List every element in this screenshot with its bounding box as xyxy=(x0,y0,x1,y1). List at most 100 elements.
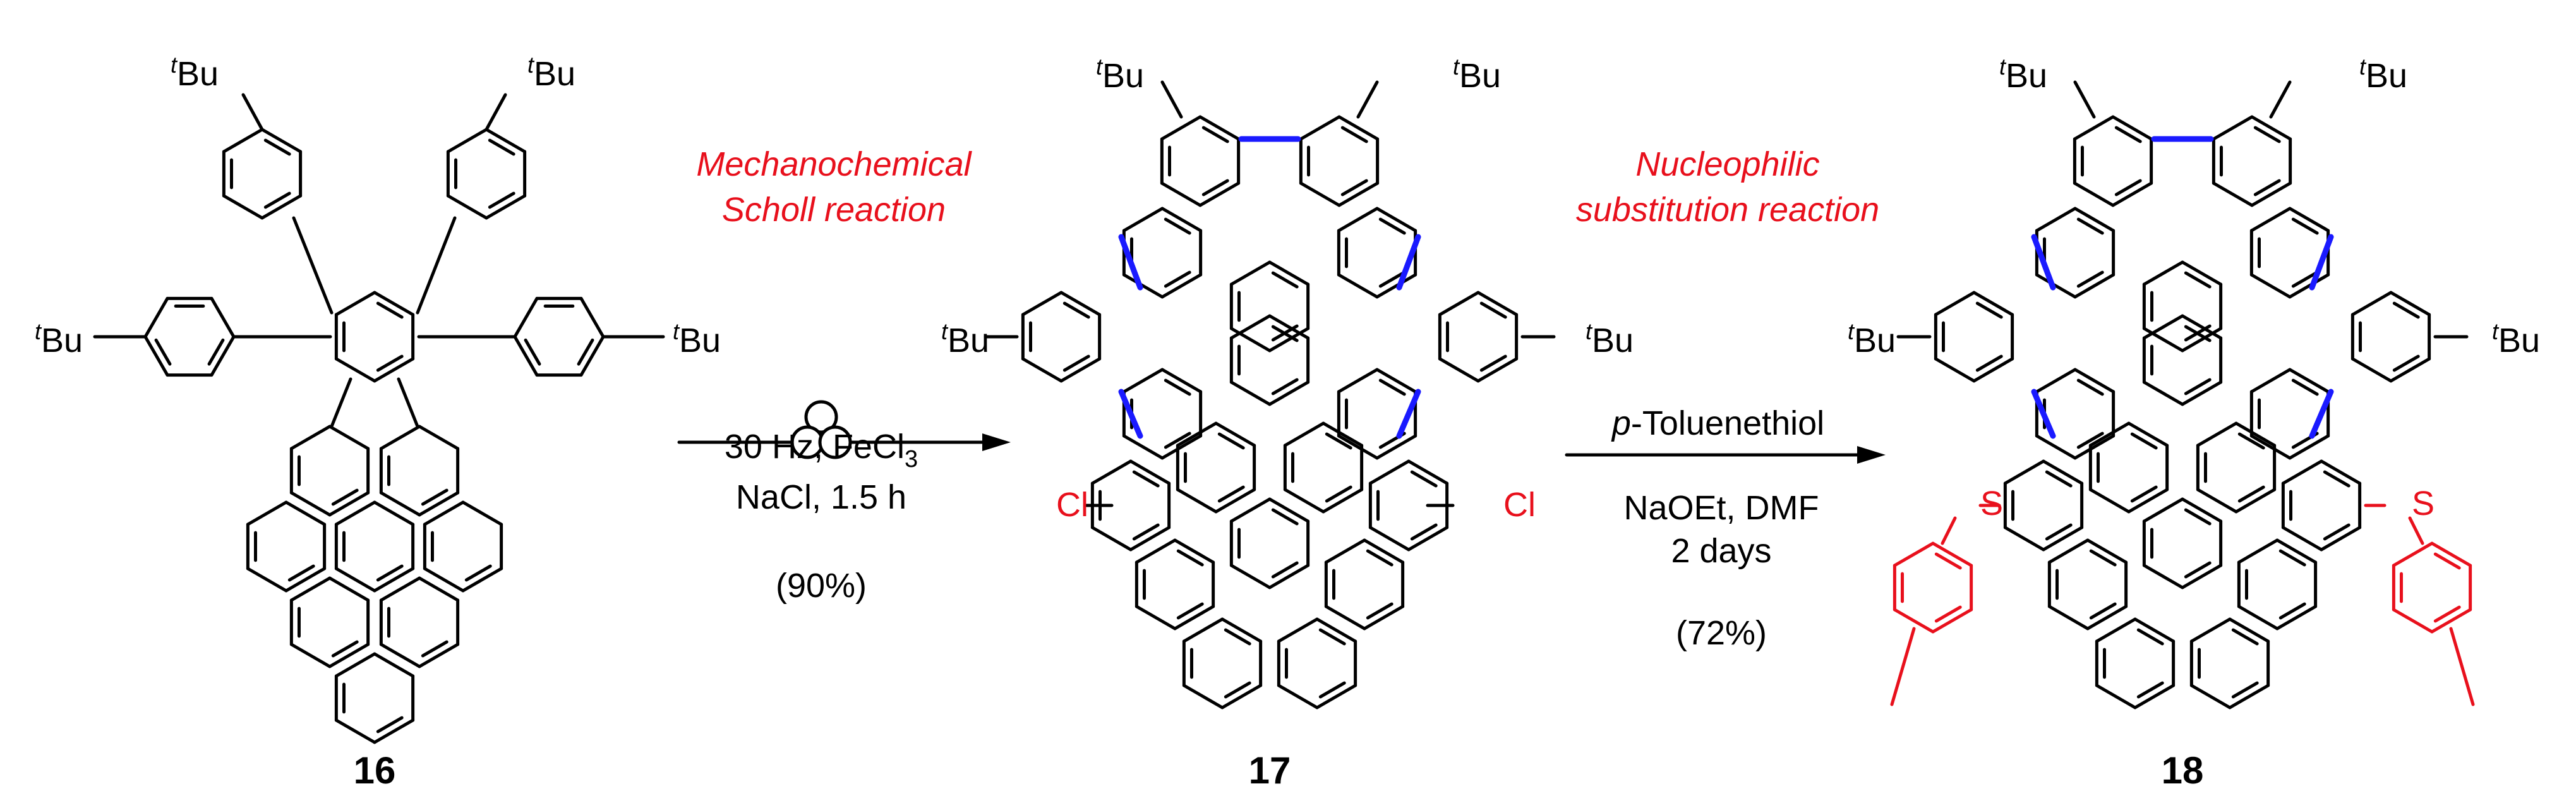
tbu-label: tBu xyxy=(2492,318,2540,359)
ring-double-bond xyxy=(263,138,291,156)
ring-double-bond xyxy=(2076,378,2104,396)
ring-bond xyxy=(418,491,460,517)
ring-bond xyxy=(1337,115,1380,141)
ring-bond xyxy=(1375,273,1417,299)
ring-bond xyxy=(379,491,421,517)
ring-double-bond xyxy=(1410,470,1438,488)
ring-bond xyxy=(1220,617,1263,643)
bond xyxy=(485,93,507,131)
ring-bond xyxy=(1268,497,1310,523)
ring-bond xyxy=(2181,497,2223,523)
ring-bond xyxy=(2003,459,2045,485)
methyl-bond xyxy=(2449,627,2475,706)
chlorine-label: Cl xyxy=(1503,486,1536,524)
ring-bond xyxy=(1182,684,1224,709)
ring-double-bond xyxy=(2184,561,2212,579)
condition-line: NaCl, 1.5 h xyxy=(736,478,906,516)
ring-double-bond xyxy=(2184,508,2212,526)
ring-bond xyxy=(2392,541,2434,567)
ring-bond xyxy=(2047,538,2090,564)
ring-bond xyxy=(1182,617,1224,643)
ring-bond xyxy=(2389,357,2431,383)
ring-bond xyxy=(423,500,465,526)
ring-bond xyxy=(423,567,465,593)
ring-bond xyxy=(2111,115,2153,141)
ring-bond xyxy=(2288,368,2330,394)
ring-bond xyxy=(1277,684,1319,709)
ring-double-bond xyxy=(2136,681,2164,699)
bond xyxy=(241,93,264,131)
ring-double-bond xyxy=(154,338,172,366)
ring-double-bond xyxy=(2433,552,2461,570)
c-s-bond xyxy=(1941,516,1957,545)
ring-bond xyxy=(289,576,332,602)
ring-bond xyxy=(513,335,539,377)
ring-bond xyxy=(1324,605,1366,631)
ring-double-bond xyxy=(1164,270,1191,288)
tbu-label: tBu xyxy=(2359,54,2407,95)
ring-bond xyxy=(1268,564,1310,589)
ring-double-bond xyxy=(1271,561,1299,579)
tbu-label: tBu xyxy=(941,318,989,359)
ring-bond xyxy=(2228,684,2270,709)
ring-bond xyxy=(2088,421,2131,447)
ring-double-bond xyxy=(1271,508,1299,526)
ring-bond xyxy=(246,567,288,593)
c-s-bond xyxy=(2408,516,2424,545)
ring-double-bond xyxy=(1271,271,1299,289)
tbu-label: tBu xyxy=(1848,318,1896,359)
ring-bond xyxy=(2111,181,2153,207)
ring-bond xyxy=(2133,684,2176,709)
ring-bond xyxy=(1375,434,1417,460)
ring-bond xyxy=(210,296,236,339)
ring-bond xyxy=(2035,368,2077,394)
ring-bond xyxy=(2142,564,2184,589)
ring-bond xyxy=(2035,434,2077,460)
ring-double-bond xyxy=(376,354,404,372)
ring-bond xyxy=(2320,459,2362,485)
ring-bond xyxy=(2249,273,2292,299)
ring-bond xyxy=(2073,115,2115,141)
ring-double-bond xyxy=(464,564,492,582)
ring-bond xyxy=(143,296,169,339)
ring-bond xyxy=(1438,357,1480,383)
ring-bond xyxy=(1277,617,1319,643)
ring-double-bond xyxy=(1366,549,1393,567)
ring-bond xyxy=(1214,488,1256,514)
bond xyxy=(416,216,457,315)
ball-mill-icon xyxy=(818,425,852,459)
ring-bond xyxy=(1229,564,1272,589)
ring-bond xyxy=(2350,291,2393,317)
ring-double-bond xyxy=(2184,325,2212,342)
ring-bond xyxy=(2430,608,2472,634)
bond xyxy=(330,377,352,428)
bond xyxy=(2073,80,2096,119)
ring-bond xyxy=(2228,617,2270,643)
ring-bond xyxy=(1198,181,1241,207)
ring-bond xyxy=(2095,684,2137,709)
ring-double-bond xyxy=(2076,270,2104,288)
ring-bond xyxy=(2249,207,2292,232)
methyl-bond xyxy=(1890,627,1916,706)
ring-double-bond xyxy=(1934,552,1962,570)
ring-bond xyxy=(1931,608,1973,634)
ring-double-bond xyxy=(2130,485,2158,503)
bond xyxy=(292,216,334,315)
ring-double-bond xyxy=(1340,179,1368,196)
ring-bond xyxy=(2073,207,2116,232)
ring-double-bond xyxy=(207,338,225,366)
ring-double-bond xyxy=(2392,301,2420,319)
ring-bond xyxy=(2095,617,2137,643)
ring-bond xyxy=(2250,115,2292,141)
ring-double-bond xyxy=(1164,217,1191,235)
bond xyxy=(1356,80,1379,119)
ring-double-bond xyxy=(2433,605,2461,623)
ring-bond xyxy=(1059,357,1102,383)
ring-bond xyxy=(1173,605,1215,631)
tbu-label: tBu xyxy=(1999,54,2047,95)
ring-bond xyxy=(1368,459,1411,485)
ring-bond xyxy=(2127,421,2169,447)
ring-double-bond xyxy=(2130,432,2158,450)
ring-bond xyxy=(2288,434,2330,460)
new-bond xyxy=(1118,234,1143,291)
